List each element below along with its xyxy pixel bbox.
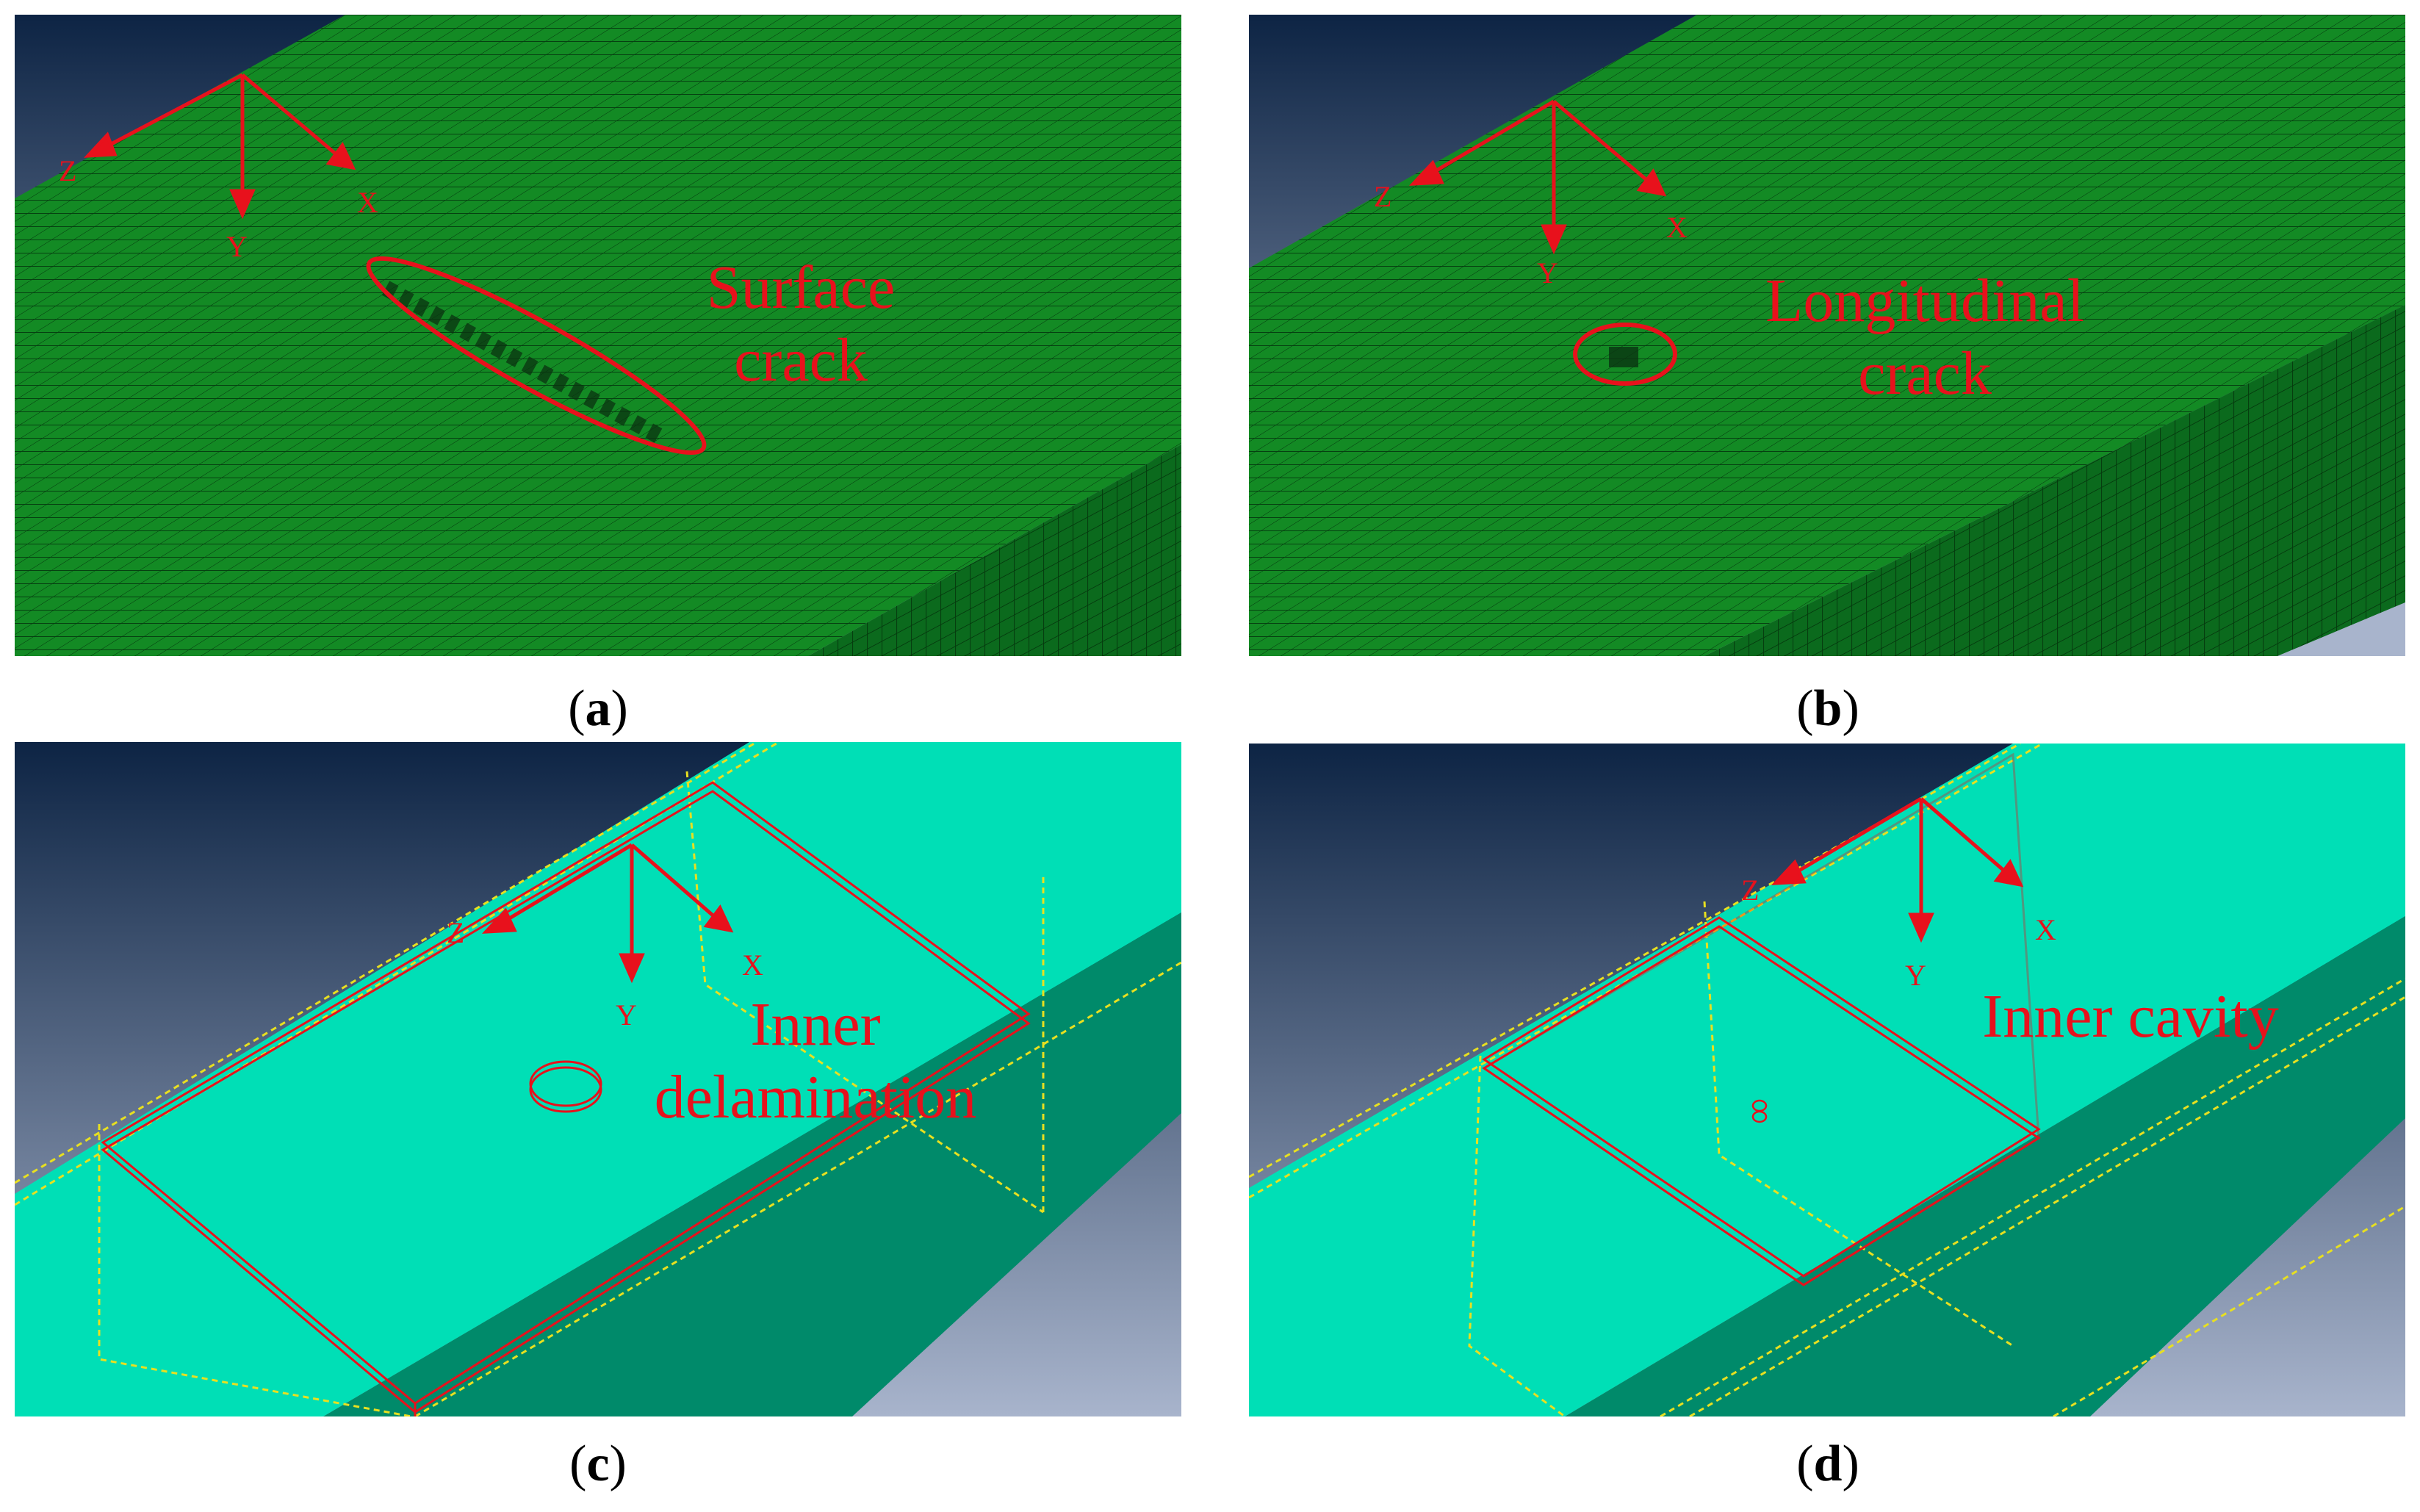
annotation-surface-crack: Surface crack bbox=[632, 251, 970, 397]
coordinate-axes bbox=[1771, 796, 2024, 943]
caption-letter: b bbox=[1813, 680, 1843, 737]
cavity-holes bbox=[1751, 1099, 1768, 1123]
beam-top-face bbox=[1249, 744, 2405, 1416]
partition-edges bbox=[1249, 744, 2405, 1416]
axis-label-x: X bbox=[742, 948, 763, 982]
panel-d-inner-cavity: Z Y X Inner cavity bbox=[1249, 744, 2405, 1416]
axis-label-z: Z bbox=[59, 154, 77, 187]
annotation-longitudinal-crack: Longitudinal crack bbox=[1704, 264, 2145, 410]
annotation-inner-cavity: Inner cavity bbox=[1954, 980, 2307, 1053]
panel-a-mesh-view bbox=[15, 15, 1181, 656]
coordinate-axes bbox=[481, 843, 734, 984]
coordinate-axes bbox=[83, 73, 356, 220]
caption-c: (c) bbox=[569, 1436, 627, 1492]
beam-top-face bbox=[1249, 15, 2405, 656]
beam-side-face bbox=[1565, 916, 2405, 1416]
crack-elements bbox=[1609, 347, 1638, 367]
crack-highlight-ellipse bbox=[1573, 323, 1677, 386]
panel-c-inner-delamination: Z Y X Inner delamination bbox=[15, 742, 1181, 1416]
panel-b-mesh-view bbox=[1249, 15, 2405, 656]
axis-label-y: Y bbox=[616, 998, 637, 1032]
annotation-inner-delamination: Inner delamination bbox=[617, 988, 1014, 1134]
defect-region-box bbox=[101, 781, 1031, 1416]
beam-top-face bbox=[15, 15, 1181, 656]
delamination-ellipse bbox=[529, 1060, 602, 1113]
axis-label-y: Y bbox=[226, 230, 248, 263]
axis-label-z: Z bbox=[447, 916, 465, 949]
annotation-line-2: delamination bbox=[654, 1063, 977, 1132]
panel-c-solid-view bbox=[15, 742, 1181, 1416]
annotation-line-2: crack bbox=[734, 326, 868, 395]
axis-label-x: X bbox=[2035, 913, 2056, 946]
panel-a-surface-crack: Z Y X Surface crack bbox=[15, 15, 1181, 656]
caption-d: (d) bbox=[1796, 1436, 1859, 1492]
axis-label-z: Z bbox=[1374, 180, 1392, 213]
beam-side-face bbox=[1704, 305, 2405, 656]
annotation-line-1: Inner bbox=[750, 990, 881, 1059]
caption-letter: d bbox=[1813, 1436, 1843, 1492]
defect-region-box bbox=[1482, 752, 2041, 1286]
axis-label-x: X bbox=[1666, 211, 1688, 244]
coordinate-axes bbox=[1408, 99, 1667, 255]
caption-letter: c bbox=[586, 1436, 610, 1492]
caption-letter: a bbox=[585, 680, 611, 737]
axis-label-y: Y bbox=[1537, 256, 1558, 289]
crack-highlight-ellipse bbox=[366, 256, 707, 456]
caption-b: (b) bbox=[1796, 680, 1859, 737]
annotation-line-2: crack bbox=[1858, 339, 1992, 408]
axis-label-x: X bbox=[357, 186, 378, 219]
beam-side-face bbox=[808, 444, 1181, 656]
axis-label-z: Z bbox=[1741, 874, 1760, 907]
caption-a: (a) bbox=[568, 680, 628, 737]
annotation-line-1: Surface bbox=[706, 253, 896, 322]
annotation-line-1: Inner cavity bbox=[1982, 982, 2279, 1051]
panel-d-solid-view bbox=[1249, 744, 2405, 1416]
axis-label-y: Y bbox=[1905, 959, 1926, 992]
beam-side-face bbox=[323, 912, 1181, 1416]
background-lower-right bbox=[2277, 602, 2405, 656]
panel-b-longitudinal-crack: Z Y X Longitudinal crack bbox=[1249, 15, 2405, 656]
annotation-line-1: Longitudinal bbox=[1765, 267, 2084, 335]
